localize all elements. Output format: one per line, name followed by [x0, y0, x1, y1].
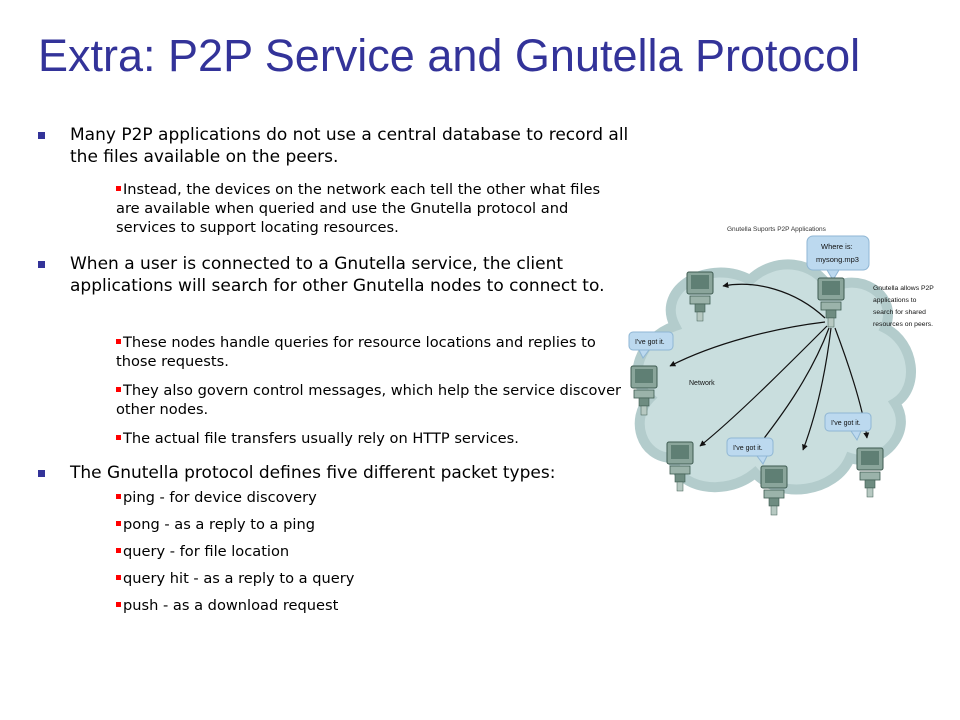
figure-note-line1: Gnutella allows P2P: [873, 285, 934, 292]
sub-bullet-marker: [116, 547, 121, 553]
reply-bubble-right: I've got it.: [824, 412, 872, 442]
sub-bullet-marker: [116, 185, 121, 191]
bullet-text: Many P2P applications do not use a centr…: [70, 125, 629, 167]
sub-bullet-item: These nodes handle queries for resource …: [116, 333, 628, 371]
bullet-text: The Gnutella protocol defines five diffe…: [70, 463, 556, 483]
reply-bubble-bottom: I've got it.: [726, 437, 774, 465]
sub-bullet-text: These nodes handle queries for resource …: [116, 334, 596, 370]
sub-bullet-text: push - as a download request: [123, 597, 339, 614]
sub-bullet-item: push - as a download request: [116, 596, 628, 615]
gnutella-network-figure: Gnutella Suports P2P Applications Where …: [628, 226, 934, 516]
sub-bullet-text: query - for file location: [123, 543, 290, 560]
figure-note-line3: search for shared: [873, 309, 926, 316]
bullet-marker: [38, 470, 45, 477]
reply-text-right: I've got it.: [831, 420, 861, 427]
bullet-marker: [38, 261, 45, 268]
sub-bullet-text: Instead, the devices on the network each…: [116, 181, 601, 236]
sub-bullet-text: pong - as a reply to a ping: [123, 516, 315, 533]
slide-title: Extra: P2P Service and Gnutella Protocol: [38, 30, 861, 81]
bullet-marker: [38, 132, 45, 139]
figure-note-line4: resources on peers.: [873, 321, 933, 328]
sub-bullet-item: They also govern control messages, which…: [116, 381, 628, 419]
sub-bullet-marker: [116, 338, 121, 344]
sub-bullet-marker: [116, 493, 121, 499]
sub-bullet-marker: [116, 574, 121, 580]
peer-computer-bottom-right-icon: [856, 447, 884, 498]
bullet-text: When a user is connected to a Gnutella s…: [70, 254, 605, 296]
peer-computer-bottom-icon: [760, 465, 788, 516]
reply-text-left: I've got it.: [635, 339, 665, 346]
reply-text-bottom: I've got it.: [733, 445, 763, 452]
sub-bullet-text: query hit - as a reply to a query: [123, 570, 355, 587]
sub-bullet-item: pong - as a reply to a ping: [116, 515, 628, 534]
network-label: Network: [689, 380, 715, 387]
sub-bullet-marker: [116, 434, 121, 440]
sub-bullet-item: ping - for device discovery: [116, 488, 628, 507]
sub-bullet-item: Instead, the devices on the network each…: [116, 180, 628, 237]
figure-note-line2: applications to: [873, 297, 917, 304]
sub-bullet-item: The actual file transfers usually rely o…: [116, 429, 628, 448]
reply-bubble-left: I've got it.: [628, 331, 674, 359]
sub-bullet-marker: [116, 520, 121, 526]
sub-bullet-marker: [116, 386, 121, 392]
query-speech-bubble: Where is: mysong.mp3: [806, 235, 870, 281]
sub-bullet-item: query - for file location: [116, 542, 628, 561]
query-text-line1: Where is:: [821, 242, 853, 251]
network-cloud-shape: [632, 259, 916, 495]
query-text-line2: mysong.mp3: [816, 255, 859, 264]
sub-bullet-text: ping - for device discovery: [123, 489, 317, 506]
sub-bullet-text: They also govern control messages, which…: [116, 382, 622, 418]
figure-caption: Gnutella Suports P2P Applications: [727, 226, 827, 233]
sub-bullet-item: query hit - as a reply to a query: [116, 569, 628, 588]
sub-bullet-text: The actual file transfers usually rely o…: [123, 430, 519, 447]
sub-bullet-marker: [116, 601, 121, 607]
